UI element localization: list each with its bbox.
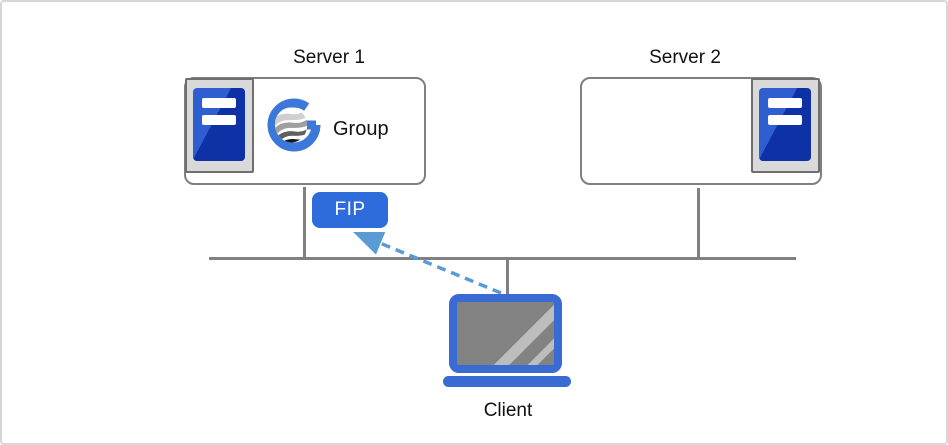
server-tower-glyph xyxy=(759,88,811,161)
server2-label: Server 2 xyxy=(649,47,721,68)
server-tower-icon xyxy=(751,78,820,173)
client-label: Client xyxy=(483,400,533,421)
network-bus-line xyxy=(209,257,796,260)
server1-network-link xyxy=(303,187,306,258)
fip-badge: FIP xyxy=(312,192,388,228)
laptop-base xyxy=(443,376,571,387)
server-tower-glyph xyxy=(193,88,245,161)
group-globe-g-logo-icon xyxy=(267,98,321,152)
server2-network-link xyxy=(697,188,700,258)
server1-label: Server 1 xyxy=(293,47,365,68)
fip-label: FIP xyxy=(334,199,366,220)
group-label: Group xyxy=(333,118,389,140)
client-network-link xyxy=(506,260,509,295)
server-tower-icon xyxy=(185,78,254,173)
laptop-icon xyxy=(449,294,562,373)
